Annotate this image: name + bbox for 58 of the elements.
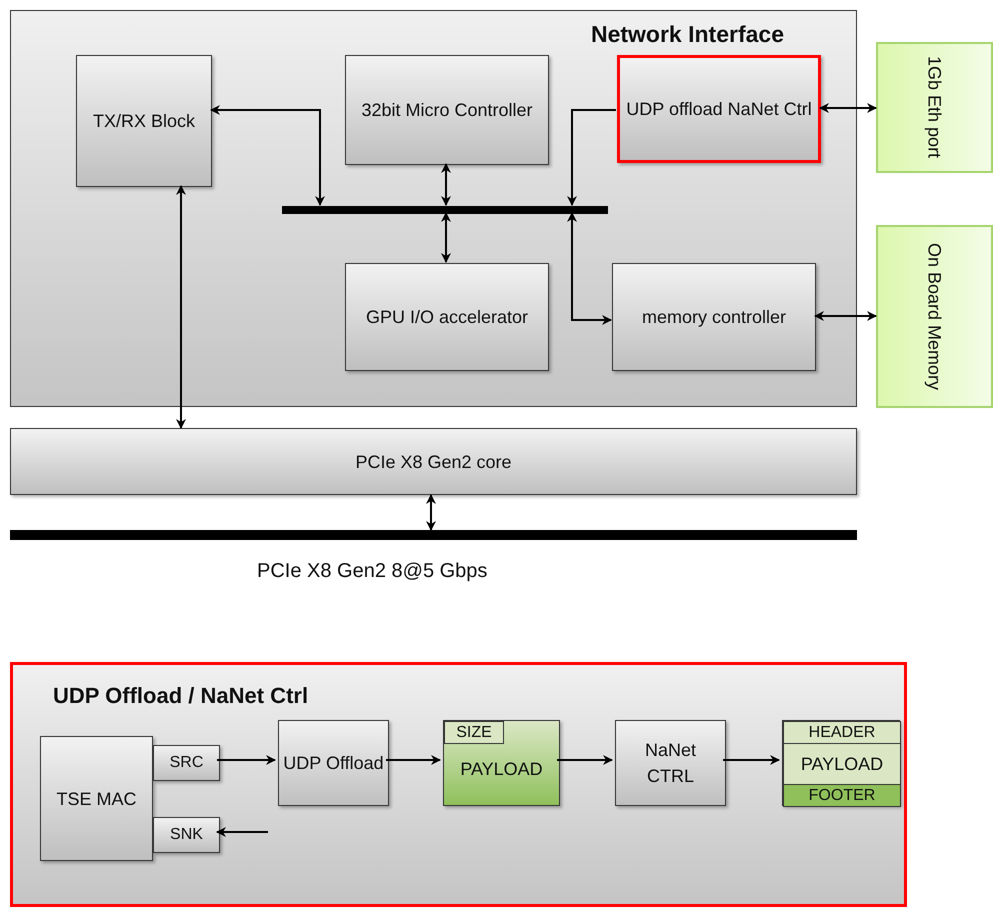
arrow bbox=[216, 827, 268, 837]
external-block bbox=[876, 42, 993, 173]
port-box bbox=[153, 745, 220, 781]
block-label: memory controller bbox=[640, 306, 788, 329]
arrow bbox=[386, 755, 441, 765]
field-box bbox=[783, 744, 901, 784]
block-box bbox=[612, 263, 816, 371]
arrow bbox=[567, 212, 612, 325]
arrow bbox=[210, 105, 325, 206]
block-box bbox=[278, 720, 389, 806]
block-box bbox=[76, 55, 212, 187]
block-label: On Board Memory bbox=[924, 242, 946, 390]
arrow bbox=[441, 212, 451, 263]
field-box bbox=[783, 721, 901, 744]
block-label: GPU I/O accelerator bbox=[364, 306, 530, 329]
block-label: TSE MAC bbox=[55, 788, 138, 810]
block-label: 1Gb Eth port bbox=[924, 56, 946, 159]
bus-bar bbox=[282, 206, 608, 214]
arrow bbox=[557, 755, 613, 765]
block-box bbox=[345, 263, 549, 371]
packet-box bbox=[443, 720, 560, 806]
panel-title: UDP Offload / NaNet Ctrl bbox=[53, 682, 308, 710]
field-label: SIZE bbox=[456, 722, 492, 742]
arrow bbox=[176, 185, 186, 429]
arrow bbox=[819, 103, 877, 113]
field-label: PAYLOAD bbox=[800, 752, 884, 776]
arrow bbox=[426, 494, 436, 531]
network-interface-panel bbox=[10, 10, 857, 407]
field-box bbox=[783, 784, 901, 807]
block-label: NaNet CTRL bbox=[644, 739, 698, 788]
block-label: 32bit Micro Controller bbox=[360, 99, 534, 122]
bus-bar bbox=[10, 530, 857, 540]
block-label: UDP Offload bbox=[282, 752, 385, 775]
arrow bbox=[441, 163, 451, 206]
port-box bbox=[153, 817, 220, 853]
external-block bbox=[876, 225, 993, 408]
block-label: PCIe X8 Gen2 core bbox=[354, 450, 513, 474]
arrow bbox=[567, 109, 616, 206]
arrow bbox=[217, 755, 276, 765]
bus-label: PCIe X8 Gen2 8@5 Gbps bbox=[257, 559, 488, 584]
port-label: SNK bbox=[170, 825, 203, 845]
block-box bbox=[615, 720, 726, 806]
field-label: HEADER bbox=[808, 722, 876, 742]
block-label: UDP offload NaNet Ctrl bbox=[625, 98, 813, 121]
offload-panel bbox=[10, 662, 907, 907]
highlighted-block-box bbox=[617, 55, 821, 163]
arrow bbox=[723, 755, 780, 765]
packet-box bbox=[782, 720, 900, 806]
field-label: FOOTER bbox=[808, 786, 876, 806]
block-box bbox=[40, 736, 153, 861]
block-label: TX/RX Block bbox=[92, 110, 196, 133]
block-box bbox=[345, 55, 549, 165]
arrow bbox=[814, 311, 877, 321]
port-label: SRC bbox=[170, 753, 204, 773]
packet-label: PAYLOAD bbox=[460, 758, 543, 780]
core-block bbox=[10, 428, 857, 495]
panel-title: Network Interface bbox=[590, 20, 784, 49]
field-box bbox=[444, 721, 504, 744]
